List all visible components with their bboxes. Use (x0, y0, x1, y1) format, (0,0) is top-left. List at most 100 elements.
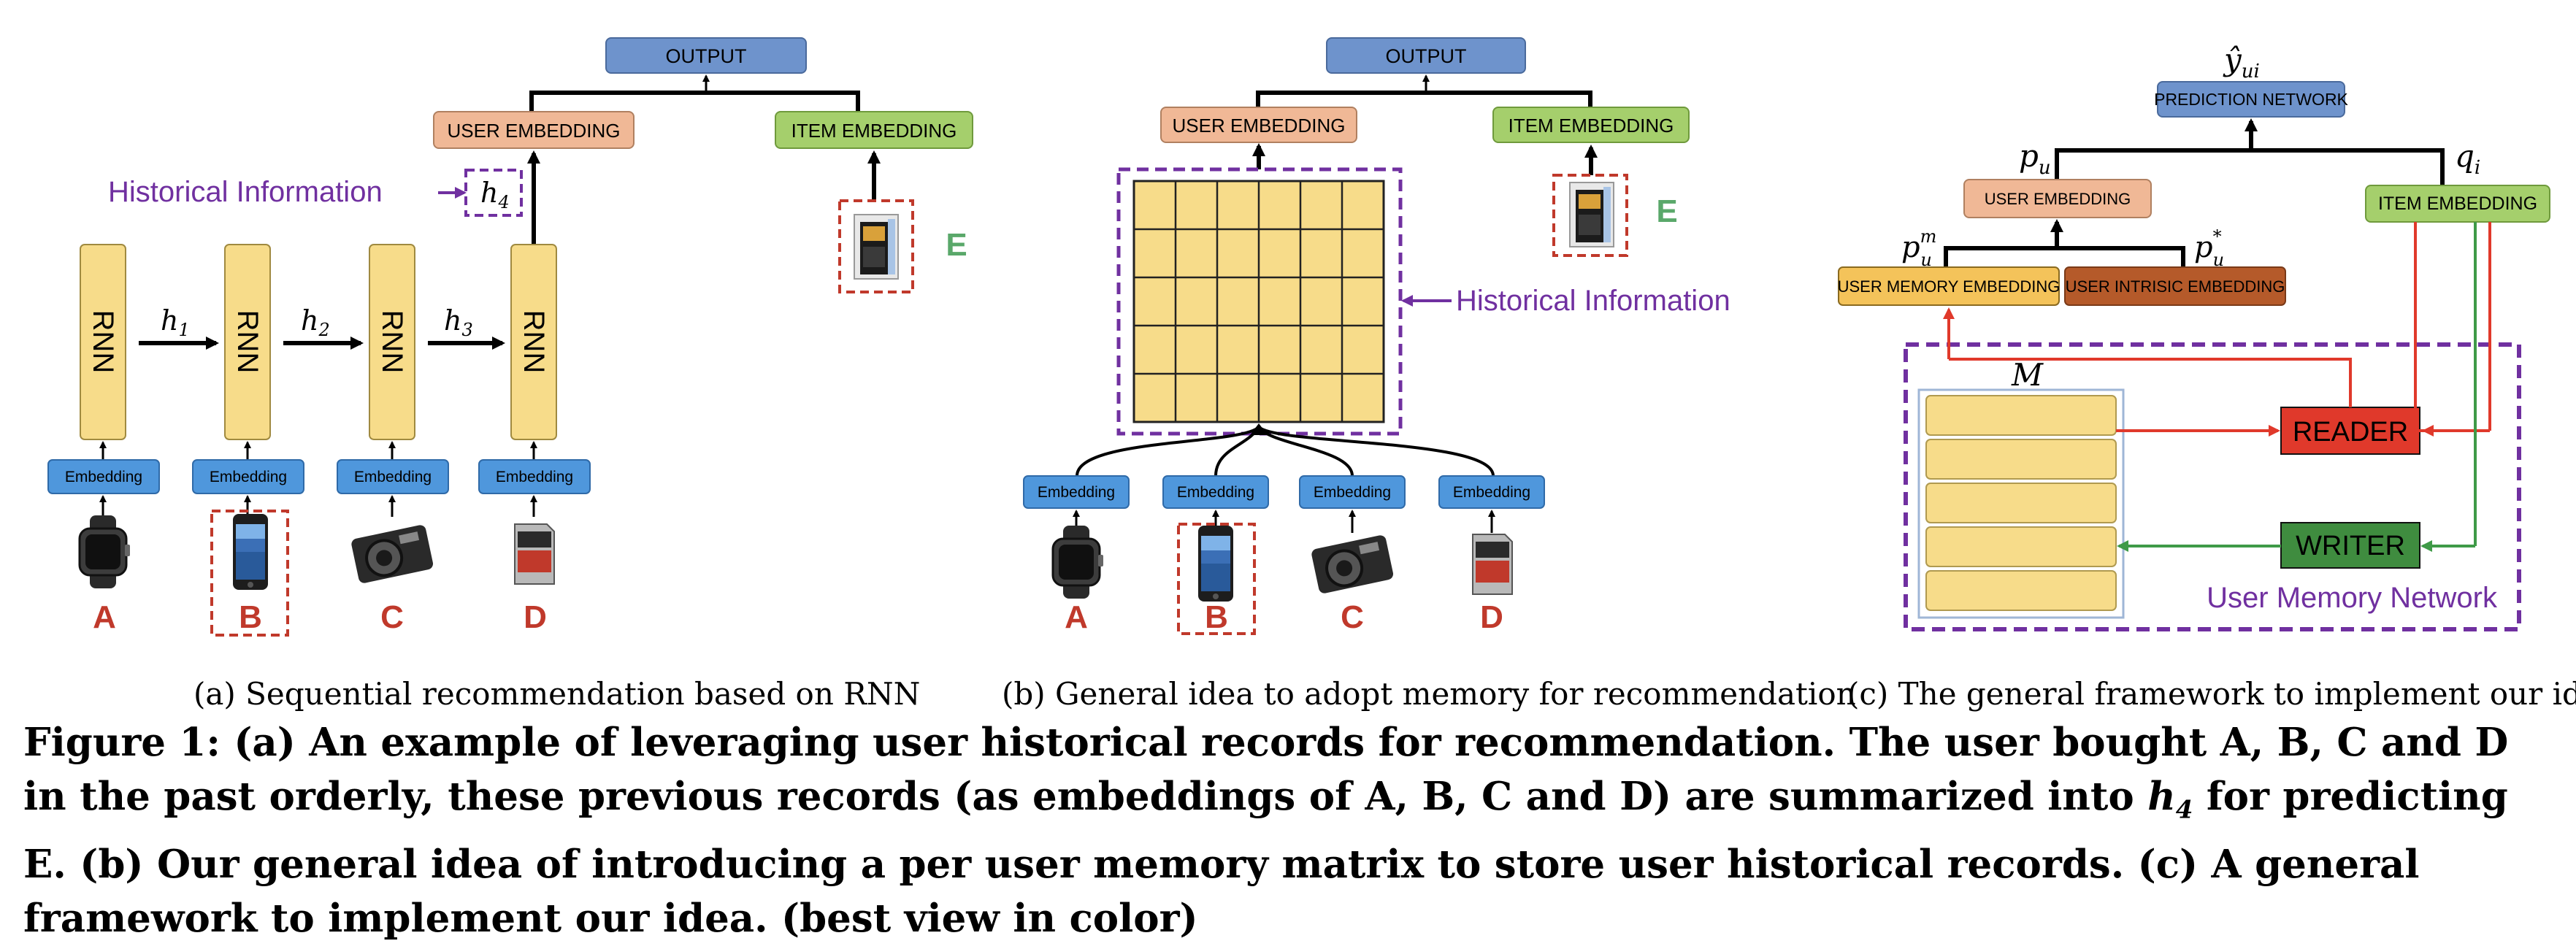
c-user-memory-embedding-box (1838, 266, 2060, 306)
a-embedding-label: Embedding (496, 469, 573, 485)
c-user-intrisic-embedding-label: USER INTRISIC EMBEDDING (2066, 277, 2285, 296)
a-target-highlight (838, 199, 914, 293)
a-rnn-box (80, 244, 126, 440)
c-reader-box (2280, 407, 2420, 455)
a-target-item-icon (854, 214, 899, 280)
c-user-memory-embedding-label: USER MEMORY EMBEDDING (1838, 277, 2061, 296)
a-camera-icon (348, 522, 436, 586)
caption-part2: for predicting E. (b) Our general idea o… (23, 774, 2508, 941)
a-user-embedding-label: USER EMBEDDING (448, 120, 621, 142)
b-item-b-highlight (1177, 523, 1256, 635)
a-rnn-label: RNN (518, 310, 550, 374)
panel-c: ŷui PREDICTION NETWORK pu qi USER EMBEDD… (1838, 42, 2576, 712)
a-output-box (605, 37, 807, 74)
b-phone-icon (1198, 526, 1233, 602)
a-embedding-label: Embedding (210, 469, 287, 485)
b-item-label: D (1480, 599, 1503, 635)
c-subcaption: (c) The general framework to implement o… (1847, 676, 2576, 712)
a-output-label: OUTPUT (666, 45, 747, 67)
c-writer-label: WRITER (2296, 531, 2405, 561)
c-pustar-label: p*u (2194, 226, 2224, 270)
c-pu-label: pu (2019, 138, 2051, 179)
figure-caption: Figure 1: (a) An example of leveraging u… (23, 715, 2542, 945)
panel-a: OUTPUT USER EMBEDDING ITEM EMBEDDING His… (47, 37, 973, 712)
a-item-b-highlight (210, 510, 289, 637)
b-item-embedding-label: ITEM EMBEDDING (1509, 115, 1674, 137)
panel-b: OUTPUT USER EMBEDDING ITEM EMBEDDING His… (1002, 37, 1856, 712)
caption-h: h (2147, 774, 2176, 819)
b-target-label: E (1656, 193, 1677, 229)
a-rnn-label: RNN (231, 310, 264, 374)
a-historical-info-label: Historical Information (108, 176, 383, 208)
a-embedding-box (337, 459, 449, 494)
b-embedding-box (1299, 475, 1406, 509)
c-memory-container (1917, 388, 2125, 619)
c-item-embedding-label: ITEM EMBEDDING (2378, 193, 2537, 214)
b-memory-grid (1132, 180, 1385, 423)
a-sdcard-icon (514, 523, 555, 585)
a-item-embedding-box (775, 111, 973, 149)
a-rnn-label: RNN (87, 310, 119, 374)
c-yhat-label: ŷui (2223, 42, 2260, 82)
c-user-embedding-label: USER EMBEDDING (1985, 190, 2131, 208)
a-rnn-label: RNN (376, 310, 408, 374)
c-prediction-network-label: PREDICTION NETWORK (2154, 90, 2348, 109)
c-reader-label: READER (2293, 417, 2408, 447)
b-target-highlight (1552, 174, 1628, 257)
a-watch-icon (78, 514, 131, 590)
b-embedding-row: Embedding Embedding Embedding Embedding (1023, 475, 1545, 533)
a-h4-box (464, 169, 523, 217)
b-sdcard-icon (1472, 534, 1513, 595)
b-user-embedding-box (1160, 107, 1357, 143)
b-watch-icon (1051, 524, 1105, 600)
b-embedding-label: Embedding (1453, 484, 1530, 501)
a-rnn-box (369, 244, 415, 440)
b-item-embedding-box (1492, 107, 1690, 143)
c-prediction-network-box (2157, 81, 2345, 118)
a-h3-label: h3 (444, 304, 473, 340)
caption-part1: Figure 1: (a) An example of leveraging u… (23, 720, 2509, 819)
caption-h-sub: 4 (2175, 795, 2193, 825)
a-phone-icon (233, 514, 268, 590)
a-embedding-row: Embedding Embedding Embedding Embedding (47, 441, 591, 517)
b-historical-info-label: Historical Information (1456, 285, 1730, 317)
b-item-label: A (1065, 599, 1088, 635)
b-target-item-icon (1569, 182, 1614, 247)
a-embedding-box (192, 459, 304, 494)
b-camera-icon (1308, 532, 1396, 596)
a-h2-label: h2 (301, 304, 330, 340)
c-user-intrisic-embedding-box (2064, 266, 2286, 306)
b-embedding-label: Embedding (1038, 484, 1115, 501)
a-embedding-label: Embedding (354, 469, 432, 485)
a-target-label: E (946, 227, 967, 263)
a-h4-label: h4 (480, 177, 510, 212)
a-item-label: D (524, 599, 547, 635)
c-network-label: User Memory Network (2207, 582, 2498, 614)
c-user-embedding-box (1963, 179, 2152, 218)
c-qi-label: qi (2455, 138, 2480, 179)
a-item-label: B (239, 599, 262, 635)
b-embedding-box (1023, 475, 1130, 509)
c-item-embedding-box (2365, 185, 2550, 223)
c-memory-slots (1925, 395, 2117, 611)
a-user-embedding-box (433, 111, 635, 149)
b-item-label: C (1341, 599, 1364, 635)
a-item-embedding-label: ITEM EMBEDDING (791, 120, 957, 142)
b-output-label: OUTPUT (1386, 45, 1467, 67)
a-rnn-chain: RNN RNN RNN RNN h1 h2 h3 (80, 244, 557, 440)
a-rnn-box (224, 244, 271, 440)
a-subcaption: (a) Sequential recommendation based on R… (193, 676, 920, 712)
b-embedding-box (1162, 475, 1269, 509)
b-embedding-label: Embedding (1314, 484, 1391, 501)
b-embedding-label: Embedding (1177, 484, 1254, 501)
a-rnn-box (510, 244, 557, 440)
b-item-label: B (1205, 599, 1228, 635)
a-embedding-box (478, 459, 591, 494)
b-subcaption: (b) General idea to adopt memory for rec… (1002, 676, 1856, 712)
a-embedding-label: Embedding (65, 469, 142, 485)
a-item-label: C (380, 599, 404, 635)
a-h1-label: h1 (161, 304, 190, 340)
a-item-label: A (93, 599, 116, 635)
